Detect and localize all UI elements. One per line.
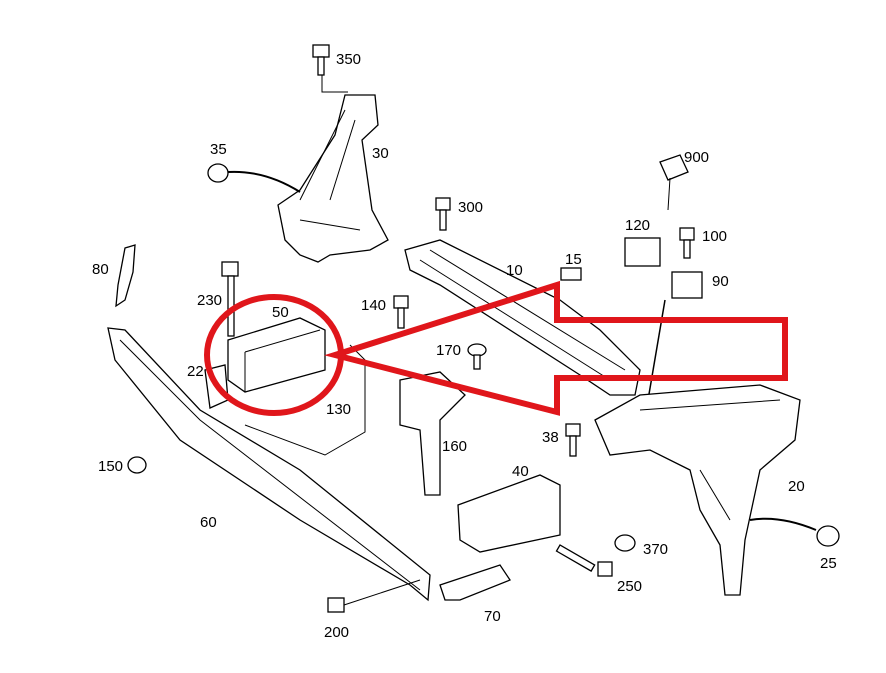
label-200: 200	[324, 624, 350, 641]
label-170: 170	[436, 342, 462, 359]
label-10: 10	[506, 262, 523, 279]
bolt-230	[221, 261, 239, 337]
part-10-crossmember	[404, 239, 641, 396]
label-80: 80	[92, 261, 109, 278]
part-90	[671, 271, 703, 299]
label-15: 15	[565, 251, 582, 268]
label-120: 120	[625, 217, 651, 234]
label-100: 100	[702, 228, 728, 245]
part-900-tag	[659, 154, 689, 181]
bolt-250	[555, 544, 613, 577]
nut-150	[127, 456, 147, 474]
part-30-bracket	[277, 94, 389, 263]
bolt-170	[467, 343, 487, 370]
part-60-beam	[107, 327, 431, 602]
label-350: 350	[336, 51, 362, 68]
label-70: 70	[484, 608, 501, 625]
label-25: 25	[820, 555, 837, 572]
label-22: 22	[187, 363, 204, 380]
bolt-300	[435, 197, 451, 231]
label-150: 150	[98, 458, 124, 475]
label-230: 230	[197, 292, 223, 309]
label-140: 140	[361, 297, 387, 314]
label-300: 300	[458, 199, 484, 216]
bolt-350	[312, 44, 348, 93]
part-160-bracket	[399, 371, 466, 496]
highlight-arrow	[324, 280, 788, 416]
part-40-bracket	[457, 474, 561, 553]
label-90: 90	[712, 273, 729, 290]
label-40: 40	[512, 463, 529, 480]
label-370: 370	[643, 541, 669, 558]
part-130-rod	[244, 344, 366, 456]
bolt-140	[393, 295, 409, 329]
part-120	[624, 237, 661, 267]
label-160: 160	[442, 438, 468, 455]
part-20-member	[594, 384, 801, 596]
part-80-bracket	[115, 244, 136, 308]
bolt-370	[614, 534, 636, 552]
label-60: 60	[200, 514, 217, 531]
clip-25	[816, 525, 840, 547]
part-70-bracket	[439, 564, 511, 601]
label-20: 20	[788, 478, 805, 495]
label-35: 35	[210, 141, 227, 158]
label-30: 30	[372, 145, 389, 162]
label-130: 130	[326, 401, 352, 418]
part-15	[560, 267, 582, 281]
label-38: 38	[542, 429, 559, 446]
label-50: 50	[272, 304, 289, 321]
label-250: 250	[617, 578, 643, 595]
clip-35	[207, 163, 229, 183]
part-50-bracket	[227, 317, 326, 393]
label-900: 900	[684, 149, 710, 166]
bolt-200	[327, 597, 345, 613]
bolt-100	[679, 227, 695, 259]
bolt-38	[565, 423, 581, 457]
